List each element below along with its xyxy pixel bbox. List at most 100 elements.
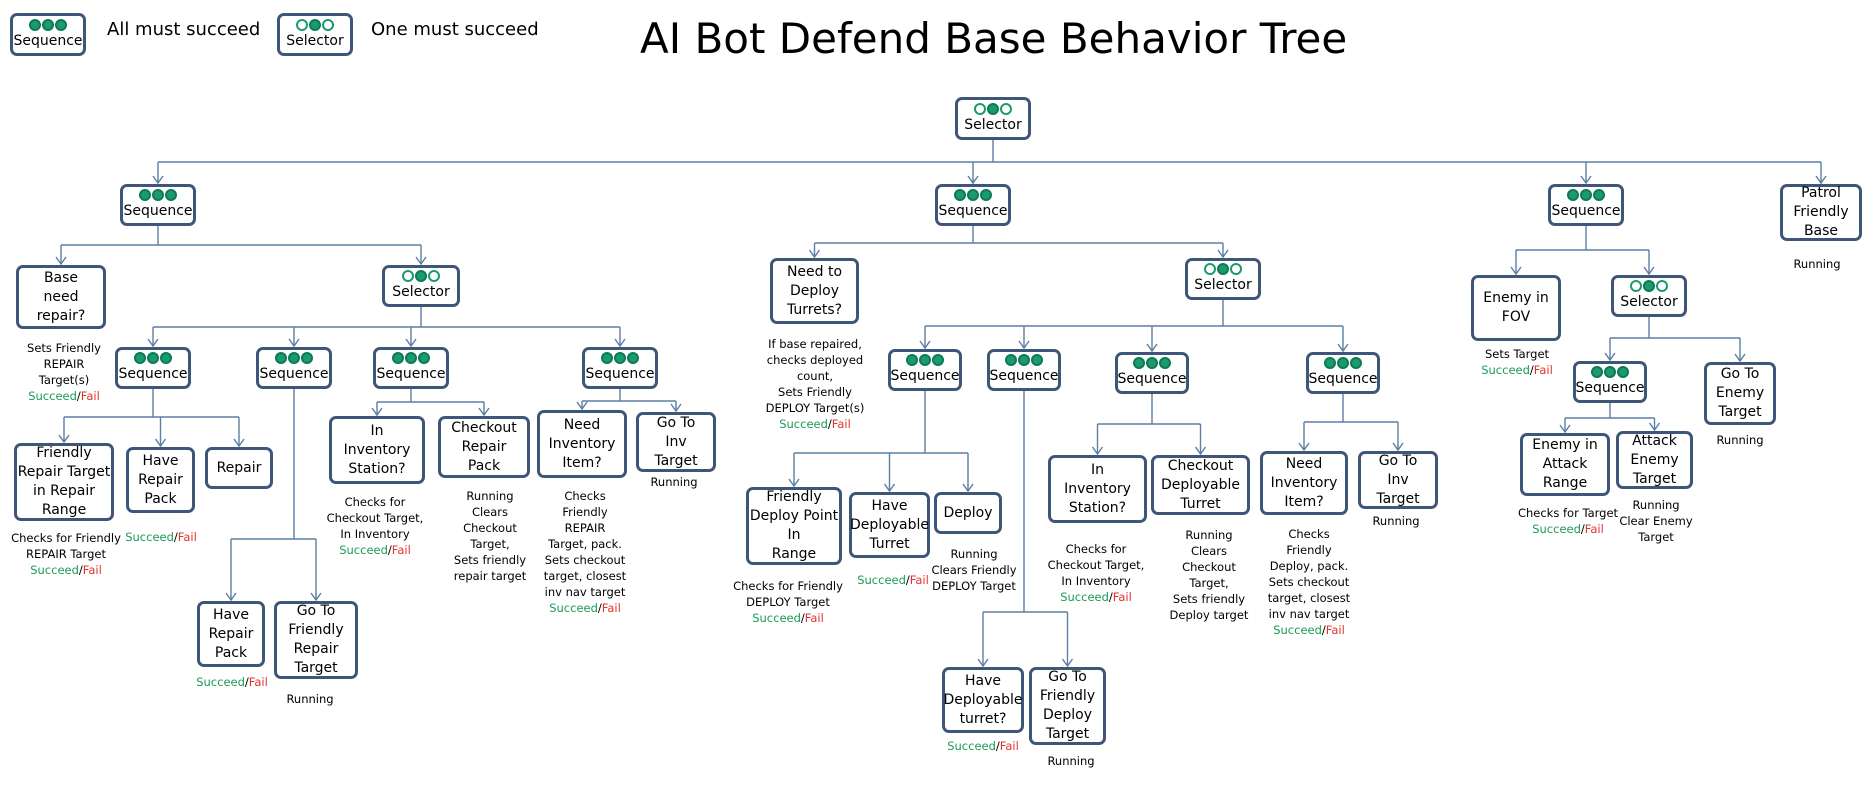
node-deploy: Deploy [934,492,1002,534]
node-note: Running [650,475,698,489]
separator: / [800,611,805,625]
node-in-inv-station-1: In Inventory Station? [329,416,425,484]
connector-arrowhead [288,338,300,348]
node-attack-enemy: Attack Enemy Target [1616,431,1693,489]
separator: / [995,739,1000,753]
node-note: Checks for Friendly DEPLOY Target [733,579,843,609]
node-seq1a: Sequence [115,347,191,389]
node-in-inv-station-2: In Inventory Station? [1048,455,1147,523]
node-seq1d: Sequence [582,347,658,389]
fail-label: Fail [1325,623,1345,637]
connector-arrowhead [967,175,979,185]
connector-arrowhead [233,438,245,448]
connector-arrowhead [1510,266,1522,276]
legend-selector-label: Selector [286,32,344,49]
node-label: Deploy [943,504,993,521]
node-seq2b: Sequence [987,349,1061,391]
connector-arrowhead [405,338,417,348]
fail-label: Fail [177,530,197,544]
connector-arrowhead [788,478,800,488]
node-goto-friendly-repair: Go To Friendly Repair Target [274,601,358,679]
result-succeed-fail: Succeed/Fail [30,562,102,578]
node-label: Sequence [989,368,1059,384]
connector-arrowhead [1815,175,1827,185]
connector-arrowhead [225,592,237,602]
node-label: In Inventory Station? [1064,461,1131,516]
connector-arrowhead [1580,175,1592,185]
node-have-deployable-turret-q: Have Deployable turret? [942,667,1024,733]
connector-arrowhead [415,256,427,266]
diagram-title: AI Bot Defend Base Behavior Tree [640,14,1348,63]
node-sel1: Selector [382,265,460,307]
node-note: Running [1793,257,1841,271]
result-succeed-fail: Succeed/Fail [339,542,411,558]
fail-label: Fail [82,563,102,577]
node-label: Sequence [376,366,446,382]
separator: / [173,530,178,544]
node-base-need-repair: Base need repair? [16,265,106,329]
fail-label: Fail [1112,590,1132,604]
connector-arrowhead [919,340,931,350]
node-note: Checks Friendly Deploy, pack. Sets check… [1267,527,1351,621]
sequence-icon [954,189,992,201]
node-have-repair-pack-b: Have Repair Pack [197,601,265,667]
succeed-label: Succeed [752,611,801,625]
fail-label: Fail [248,675,268,689]
result-succeed-fail: Succeed/Fail [857,572,929,588]
node-label: Enemy in Attack Range [1532,437,1598,491]
result-succeed-fail: Succeed/Fail [549,600,621,616]
node-seq2d: Sequence [1306,352,1380,394]
node-friendly-repair-target: Friendly Repair Target in Repair Range [14,443,114,521]
selector-icon [1630,280,1668,292]
succeed-label: Succeed [28,389,77,403]
node-label: Attack Enemy Target [1630,432,1679,487]
node-label: Sequence [1575,380,1645,396]
sequence-icon [1324,357,1362,369]
result-succeed-fail: Succeed/Fail [1532,521,1604,537]
node-goto-inv-2: Go To Inv Target [1358,451,1438,509]
separator: / [827,417,832,431]
connector-arrowhead [576,401,588,411]
result-succeed-fail: Succeed/Fail [779,416,851,432]
separator: / [244,675,249,689]
fail-label: Fail [80,389,100,403]
connector-arrowhead [154,438,167,448]
node-label: Need to Deploy Turrets? [786,263,843,318]
connector-arrowhead [1298,442,1310,452]
node-goto-friendly-deploy: Go To Friendly Deploy Target [1029,667,1106,745]
selector-icon [402,270,440,282]
succeed-label: Succeed [339,543,388,557]
result-succeed-fail: Succeed/Fail [1273,622,1345,638]
succeed-label: Succeed [1481,363,1530,377]
separator: / [597,601,602,615]
connector-arrowhead [808,249,821,259]
node-note: Running [1047,754,1095,768]
succeed-label: Succeed [1532,522,1581,536]
node-label: In Inventory Station? [343,422,411,477]
connector-arrowhead [962,483,974,493]
selector-icon [296,18,334,31]
node-seq1b: Sequence [256,347,332,389]
connector-arrowhead [478,407,490,417]
node-note: Checks for Friendly REPAIR Target [11,531,121,561]
legend-sequence-box: Sequence [10,13,86,56]
node-seq1c: Sequence [373,347,449,389]
connector-arrowhead [1217,249,1229,259]
fail-label: Fail [601,601,621,615]
node-friendly-deploy-point: Friendly Deploy Point In Range [746,487,842,565]
succeed-label: Succeed [947,739,996,753]
node-note: Running [286,692,334,706]
connector-arrowhead [371,407,383,417]
node-label: Sequence [118,366,188,382]
connector-arrowhead [1018,340,1030,350]
connector-arrowhead [58,434,70,444]
separator: / [905,573,910,587]
node-note: Running Clears Checkout Target, Sets fri… [1169,528,1249,622]
connector-arrowhead [1648,422,1661,432]
separator: / [1108,590,1113,604]
sequence-icon [906,354,944,366]
node-enemy-in-fov: Enemy in FOV [1471,275,1561,341]
result-succeed-fail: Succeed/Fail [752,610,824,626]
node-label: Selector [1194,277,1252,293]
node-have-deployable-turret: Have Deployable Turret [849,492,930,558]
